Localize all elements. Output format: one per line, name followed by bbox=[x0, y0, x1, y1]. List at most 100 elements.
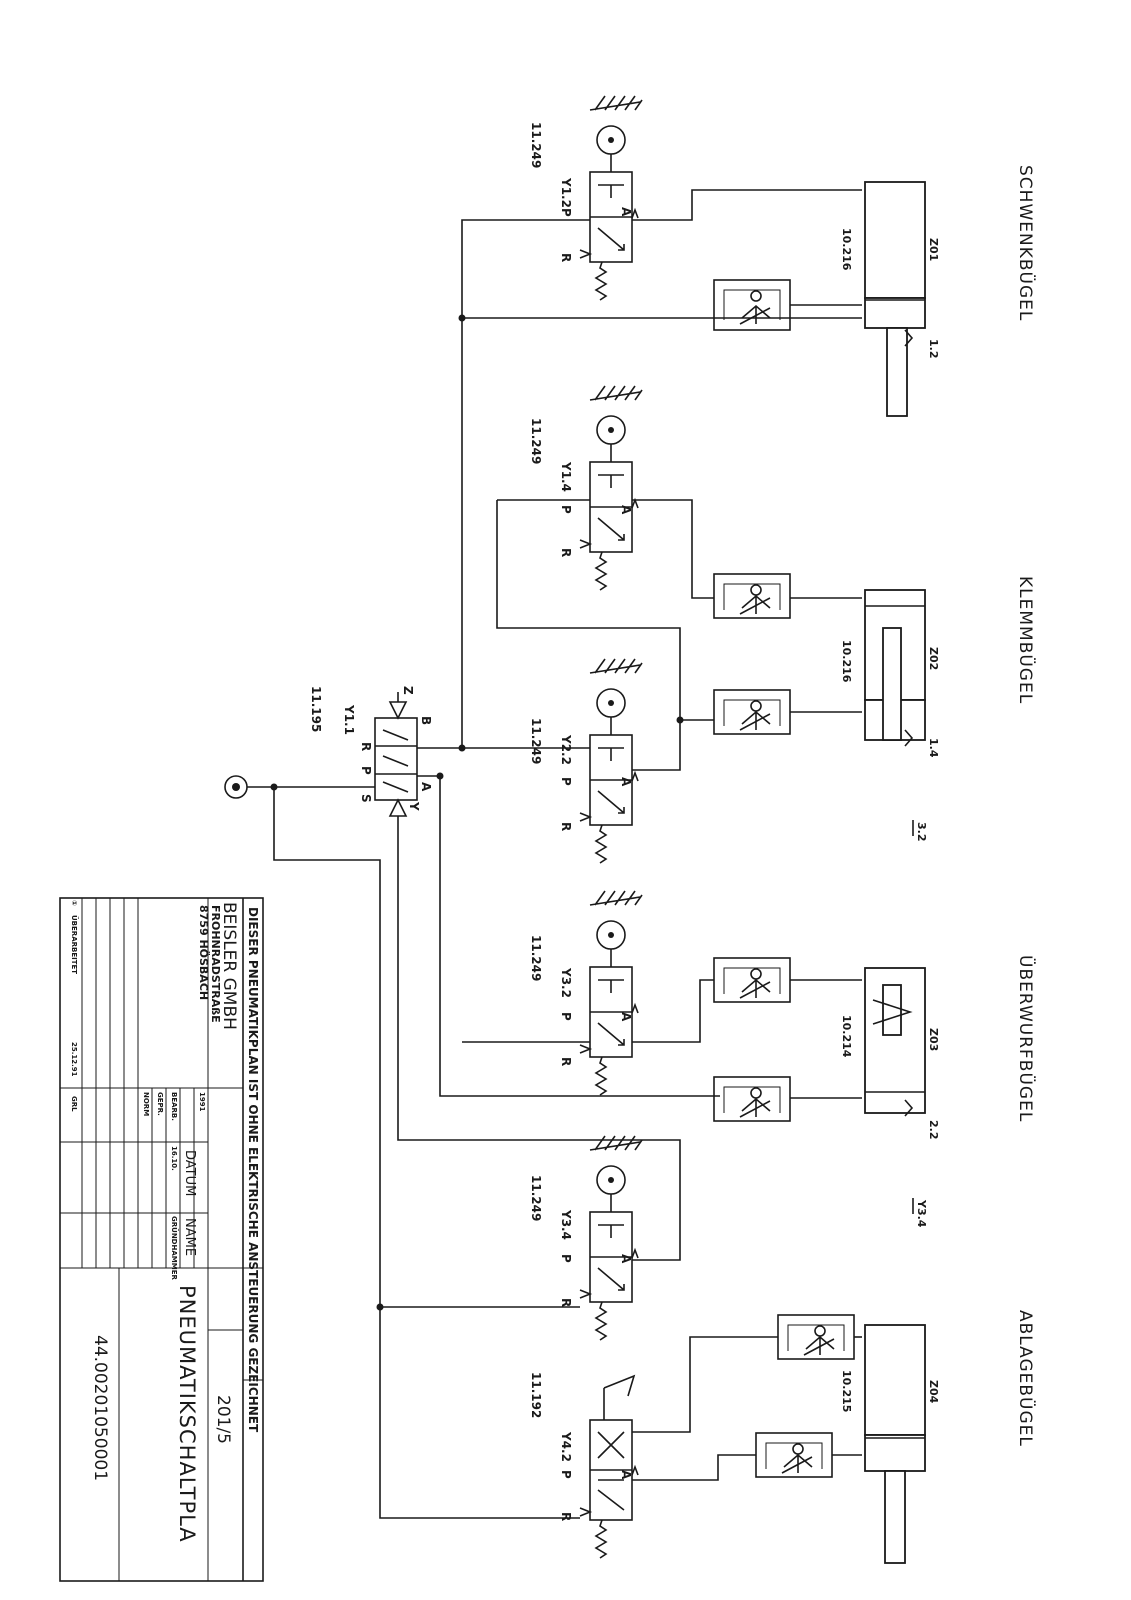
main-valve-port-r: R bbox=[359, 742, 373, 751]
port-p: P bbox=[559, 1254, 573, 1263]
revision-date: 25.12.91 bbox=[70, 1042, 78, 1077]
port-p: P bbox=[559, 208, 573, 217]
port-p: P bbox=[559, 777, 573, 786]
roller-valve-y34 bbox=[579, 1135, 643, 1341]
port-a: A bbox=[619, 1012, 633, 1022]
cylinder-part: 10.215 bbox=[840, 1370, 853, 1412]
sheet-number: 201/5 bbox=[213, 1395, 233, 1444]
cylinder-part: 10.216 bbox=[840, 640, 853, 683]
main-valve-port-b: B bbox=[419, 716, 433, 725]
main-valve-port-p: P bbox=[359, 766, 373, 775]
company-city: 8759 HÖSBACH bbox=[197, 905, 211, 1000]
lever-valve-y42 bbox=[579, 1374, 639, 1559]
drawing-title: PNEUMATIKSCHALTPLA bbox=[175, 1285, 199, 1543]
extra-sensors: 3.2 Y3.4 bbox=[912, 820, 928, 1228]
port-r: R bbox=[559, 548, 573, 557]
main-valve-y11: Z B A Y R P S Y1.1 11.195 bbox=[309, 686, 433, 817]
sensor-label: Y3.4 bbox=[915, 1199, 928, 1228]
title-block-note: DIESER PNEUMATIKPLAN IST OHNE ELEKTRISCH… bbox=[246, 907, 260, 1433]
valve-part: 11.249 bbox=[529, 718, 543, 764]
company-name: BEISLER GMBH bbox=[219, 902, 239, 1030]
valve-tag: Y2.2 bbox=[559, 734, 573, 765]
port-a: A bbox=[619, 1470, 633, 1480]
air-supply bbox=[224, 775, 248, 799]
cylinder-tag: Z04 bbox=[927, 1380, 940, 1404]
roller-valve-y32 bbox=[579, 890, 643, 1096]
flow-controls bbox=[713, 279, 855, 1478]
valve-tag: Y3.4 bbox=[559, 1209, 573, 1240]
row-bearb: BEARB. bbox=[170, 1092, 178, 1121]
row-norm: NORM bbox=[142, 1092, 150, 1116]
main-valve-port-s: S bbox=[359, 794, 373, 803]
valve-part: 11.249 bbox=[529, 418, 543, 464]
port-r: R bbox=[559, 253, 573, 262]
datum-label: DATUM bbox=[182, 1150, 197, 1196]
group-label-schwenkbuegel: SCHWENKBÜGEL bbox=[1015, 165, 1037, 321]
port-r: R bbox=[559, 822, 573, 831]
port-a: A bbox=[619, 505, 633, 515]
cylinder-tag: Z02 bbox=[927, 647, 940, 670]
revision-name: GRL bbox=[70, 1096, 78, 1112]
main-valve-port-z: Z bbox=[401, 686, 415, 695]
port-r: R bbox=[559, 1512, 573, 1521]
piping bbox=[247, 189, 862, 1519]
port-a: A bbox=[619, 207, 633, 217]
main-valve-port-y: Y bbox=[407, 801, 421, 811]
flow-control-z03a bbox=[713, 957, 791, 1003]
valve-part: 11.249 bbox=[529, 935, 543, 981]
sensor-label: 1.2 bbox=[927, 339, 940, 359]
cylinder-z01: Z01 10.216 1.2 bbox=[840, 181, 940, 417]
sensor-label: 1.4 bbox=[927, 738, 940, 758]
roller-valves: Y1.2 11.249 Y1.4 11.249 bbox=[529, 95, 643, 1559]
group-label-ablagebuegel: ABLAGEBÜGEL bbox=[1015, 1310, 1037, 1447]
year: 1991 bbox=[198, 1092, 206, 1112]
flow-control-z02a bbox=[713, 573, 791, 619]
main-valve-tag: Y1.1 bbox=[342, 704, 356, 735]
flow-control-z01 bbox=[713, 279, 791, 331]
sensor-label: 2.2 bbox=[927, 1120, 940, 1140]
group-labels: SCHWENKBÜGEL KLEMMBÜGEL ÜBERWURFBÜGEL AB… bbox=[1015, 165, 1037, 1447]
roller-valve-y12 bbox=[579, 95, 643, 301]
valve-part: 11.192 bbox=[529, 1372, 543, 1418]
company-street: FROHNRADSTRAßE bbox=[209, 905, 222, 1023]
cylinder-z03: Z03 10.214 2.2 bbox=[840, 967, 940, 1140]
roller-valve-y14 bbox=[579, 385, 643, 591]
sensor-label: 3.2 bbox=[915, 822, 928, 842]
flow-control-z04b bbox=[755, 1432, 833, 1478]
port-p: P bbox=[559, 1012, 573, 1021]
main-valve-part: 11.195 bbox=[309, 686, 323, 732]
port-a: A bbox=[619, 1254, 633, 1264]
port-p: P bbox=[559, 505, 573, 514]
cylinder-part: 10.214 bbox=[840, 1015, 853, 1058]
valve-tag: Y1.2 bbox=[559, 177, 573, 208]
main-valve-port-a: A bbox=[419, 782, 433, 792]
port-r: R bbox=[559, 1057, 573, 1066]
group-label-ueberwurfbuegel: ÜBERWURFBÜGEL bbox=[1015, 955, 1037, 1122]
roller-valve-y22 bbox=[579, 658, 643, 864]
cylinder-part: 10.216 bbox=[840, 228, 853, 271]
row-gepr: GEPR. bbox=[156, 1092, 164, 1116]
valve-part: 11.249 bbox=[529, 1175, 543, 1221]
flow-control-z04a bbox=[777, 1314, 855, 1360]
revision-symbol: ① bbox=[70, 900, 78, 906]
name-label: NAME bbox=[182, 1218, 197, 1256]
cylinder-tag: Z01 bbox=[927, 238, 940, 261]
cylinder-z04: Z04 10.215 bbox=[840, 1324, 940, 1564]
revision-text: ÜBERARBEITET bbox=[70, 915, 79, 974]
flow-control-z03b bbox=[713, 1076, 791, 1122]
drawing-number: 44.00201050001 bbox=[90, 1335, 110, 1481]
title-block: DIESER PNEUMATIKPLAN IST OHNE ELEKTRISCH… bbox=[59, 897, 264, 1582]
valve-tag: Y4.2 bbox=[559, 1431, 573, 1462]
name-value: GRÜNDHAMMER bbox=[170, 1216, 179, 1280]
cylinder-z02: Z02 10.216 1.4 bbox=[840, 589, 940, 758]
flow-control-z02b bbox=[713, 689, 791, 735]
valve-port-letters: P R A P R A P R A P R A P R A P R A bbox=[559, 207, 633, 1521]
valve-part: 11.249 bbox=[529, 122, 543, 168]
valve-tag: Y3.2 bbox=[559, 967, 573, 998]
date-value: 16.10. bbox=[170, 1146, 178, 1171]
valve-tag: Y1.4 bbox=[559, 461, 573, 492]
port-a: A bbox=[619, 777, 633, 787]
cylinder-tag: Z03 bbox=[927, 1028, 940, 1051]
